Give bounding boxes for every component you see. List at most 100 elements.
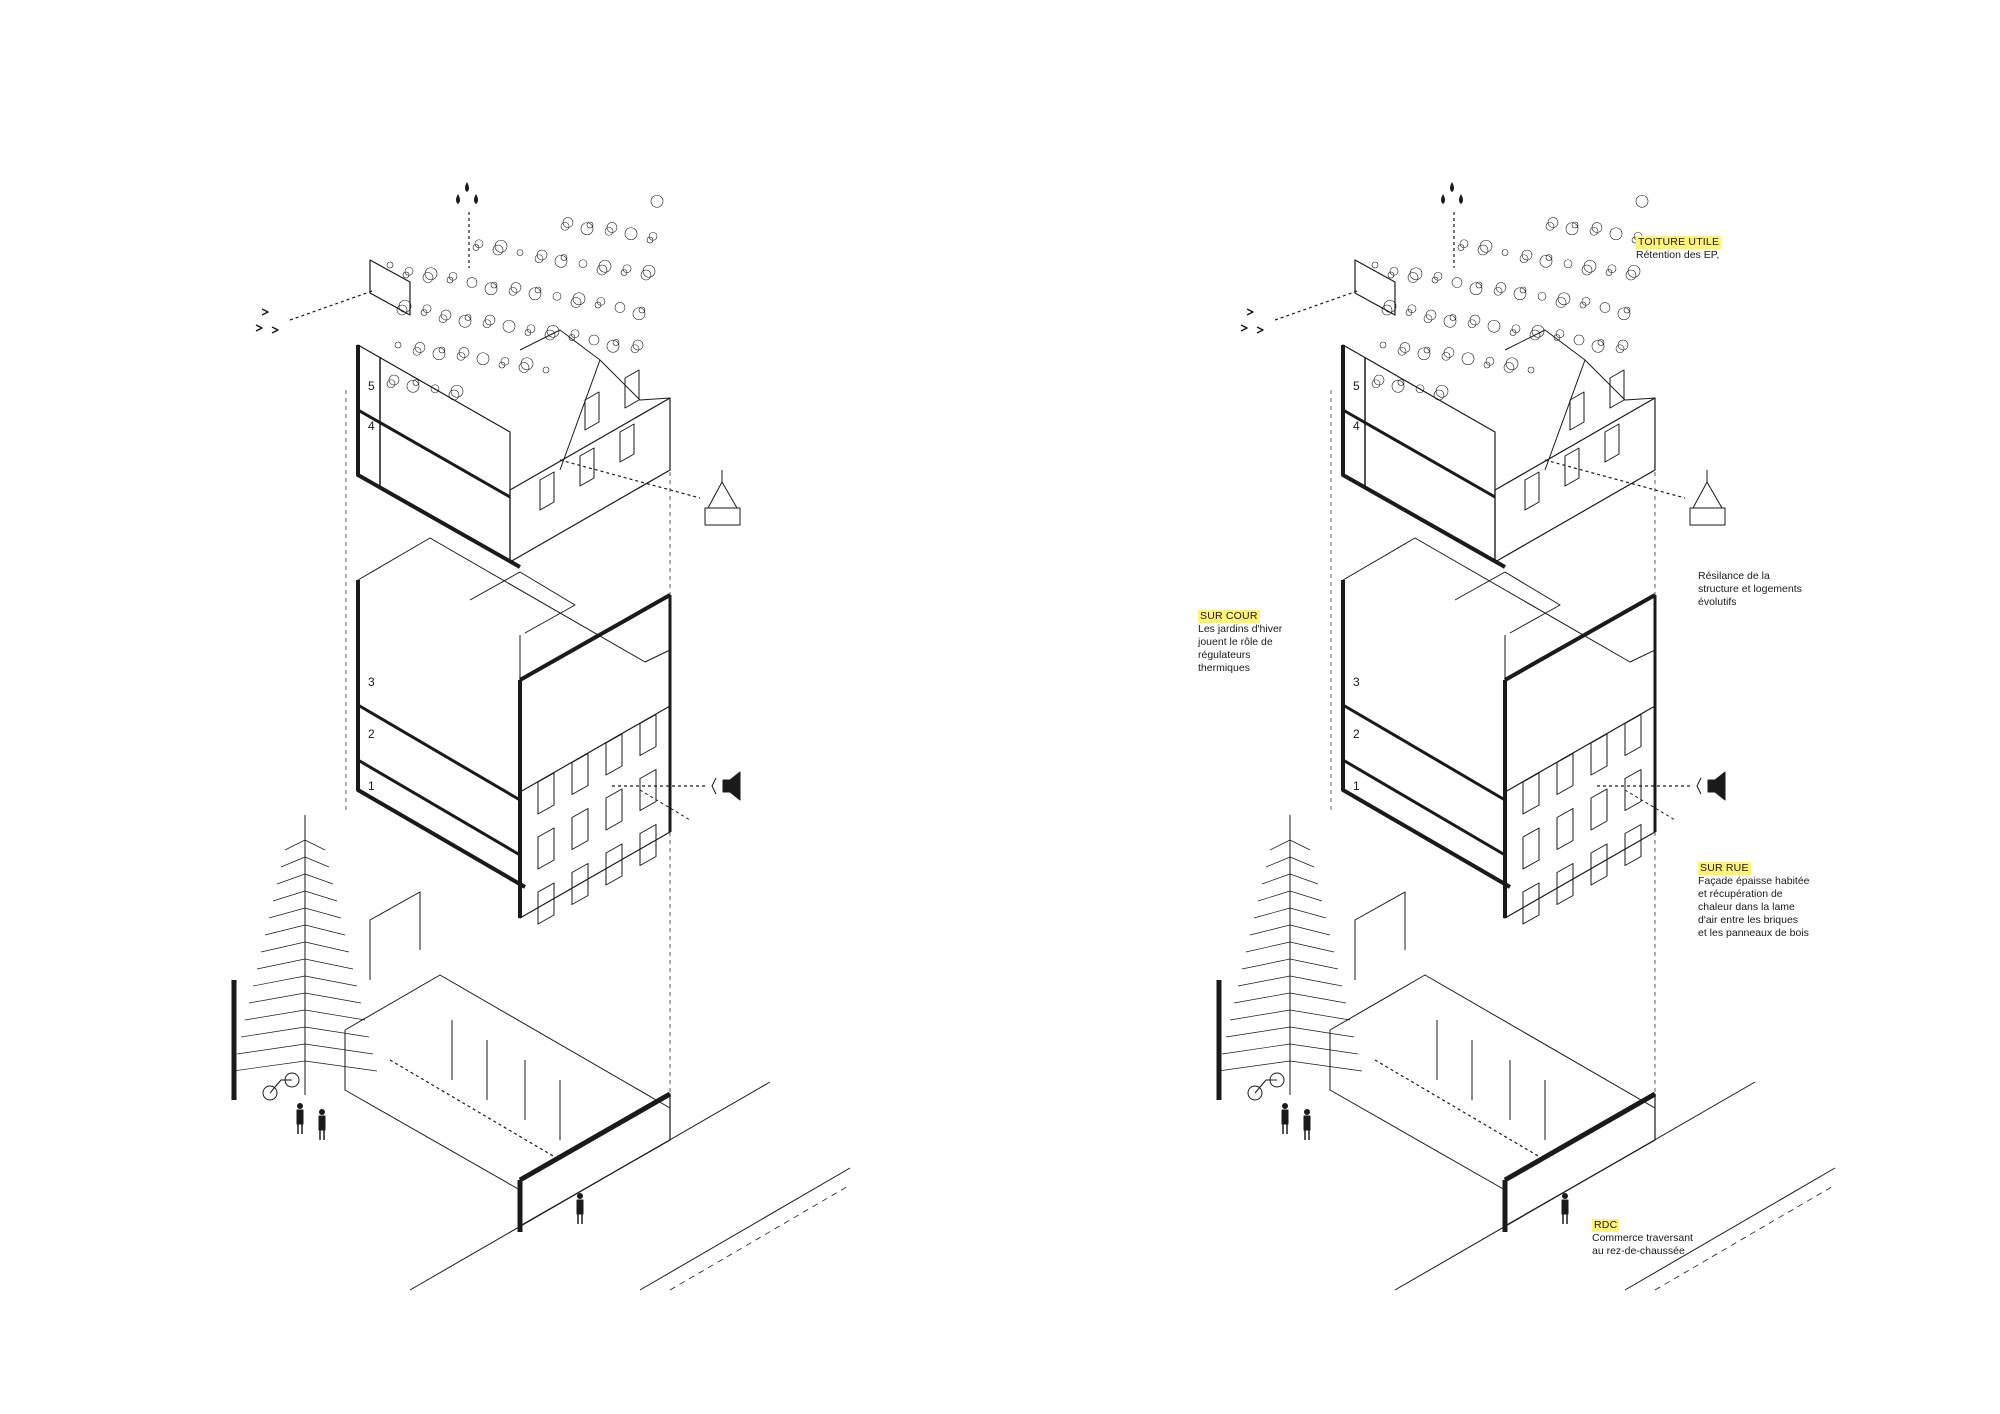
foliage-leaf bbox=[650, 194, 664, 208]
foliage-leaf bbox=[1609, 227, 1623, 241]
foliage-leaf bbox=[1423, 346, 1431, 354]
tree-branch bbox=[276, 873, 334, 885]
foliage-leaf bbox=[412, 379, 420, 386]
foliage-leaf bbox=[560, 221, 570, 231]
foliage-leaf bbox=[1605, 269, 1613, 276]
person-icon bbox=[296, 1103, 304, 1134]
foliage-leaf bbox=[1615, 344, 1625, 354]
foliage-leaf bbox=[638, 306, 646, 314]
foliage-leaf bbox=[432, 347, 446, 361]
foliage-leaf bbox=[560, 254, 568, 261]
foliage-leaf bbox=[1623, 306, 1631, 314]
window bbox=[1522, 882, 1540, 925]
sound-wave bbox=[711, 777, 717, 795]
window bbox=[605, 733, 623, 776]
foliage-leaf bbox=[1443, 314, 1457, 328]
roof-block: 54 bbox=[1341, 194, 1656, 569]
bird bbox=[1246, 308, 1254, 316]
foliage-leaf bbox=[386, 379, 396, 389]
foliage-leaf bbox=[492, 244, 504, 256]
foliage-leaf bbox=[1397, 379, 1405, 386]
foliage-leaf bbox=[1387, 271, 1395, 279]
foliage-leaf bbox=[612, 339, 620, 346]
foliage-leaf bbox=[542, 366, 550, 374]
person-body bbox=[318, 1115, 326, 1131]
foliage-leaf bbox=[430, 384, 440, 394]
roof-block: 54 bbox=[356, 194, 671, 569]
upper-block bbox=[369, 259, 411, 316]
bike-wheel bbox=[262, 1085, 278, 1101]
foliage-leaf bbox=[1555, 297, 1567, 308]
window bbox=[1564, 447, 1580, 487]
tree-branch bbox=[268, 907, 342, 919]
rain-drop bbox=[1459, 194, 1463, 204]
church-base bbox=[704, 507, 741, 526]
foliage-leaf bbox=[630, 344, 640, 354]
winter-garden-frame bbox=[356, 345, 521, 569]
window bbox=[537, 882, 555, 925]
circulation-arrow bbox=[1374, 1059, 1546, 1161]
tree-branch bbox=[256, 958, 354, 970]
floor-slab bbox=[1342, 408, 1496, 499]
foliage-leaf bbox=[1599, 302, 1611, 313]
floor-label: 1 bbox=[1353, 779, 1360, 793]
annotation-sur-cour: SUR COUR Les jardins d'hiver jouent le r… bbox=[1198, 610, 1282, 675]
tree-branch bbox=[240, 1026, 370, 1038]
roof-ridge bbox=[519, 329, 601, 361]
foliage-leaf bbox=[1545, 221, 1555, 231]
window bbox=[1522, 827, 1540, 870]
room-wall bbox=[469, 571, 576, 634]
frame-top bbox=[1504, 593, 1656, 682]
plan-outline bbox=[1342, 537, 1656, 663]
window bbox=[1524, 471, 1540, 511]
foliage-leaf bbox=[1391, 379, 1405, 393]
street-kerb bbox=[409, 1081, 771, 1291]
foliage-leaf bbox=[614, 302, 626, 313]
heat-arrow bbox=[639, 789, 691, 821]
person-body bbox=[1281, 1109, 1289, 1125]
party-wall bbox=[1354, 891, 1406, 980]
foliage-leaf bbox=[1589, 226, 1599, 236]
tree-branch bbox=[1221, 1043, 1359, 1055]
foliage-leaf bbox=[518, 362, 530, 373]
shopfront-top bbox=[518, 1091, 672, 1183]
annotation-sur-rue: SUR RUE Façade épaisse habitée et récupé… bbox=[1698, 862, 1810, 940]
circulation-arrow bbox=[389, 1059, 561, 1161]
person-head bbox=[319, 1109, 325, 1115]
foliage-leaf bbox=[1519, 286, 1527, 294]
foliage-leaf bbox=[534, 286, 542, 294]
foliage-leaf bbox=[472, 244, 480, 251]
foliage-leaf bbox=[1451, 277, 1463, 288]
foliage-leaf bbox=[482, 319, 492, 329]
foliage-leaf bbox=[594, 301, 602, 309]
foliage-leaf bbox=[1407, 272, 1419, 283]
window bbox=[584, 391, 600, 431]
window bbox=[1590, 843, 1608, 886]
street-line bbox=[1654, 1184, 1836, 1291]
window bbox=[639, 769, 657, 811]
window bbox=[1624, 769, 1642, 811]
floor-slab bbox=[1342, 703, 1506, 802]
foliage-leaf bbox=[1371, 261, 1379, 269]
foliage-leaf bbox=[1415, 384, 1425, 394]
tree-branch bbox=[248, 992, 362, 1004]
foliage-leaf bbox=[1441, 351, 1451, 361]
tree-branch bbox=[284, 839, 326, 851]
foliage-leaf bbox=[1581, 264, 1593, 276]
foliage-leaf bbox=[1597, 339, 1605, 346]
foliage-leaf bbox=[544, 329, 556, 341]
foliage-leaf bbox=[1475, 281, 1483, 289]
annotation-tag: TOITURE UTILE bbox=[1636, 236, 1722, 249]
window bbox=[1556, 753, 1574, 795]
foliage-leaf bbox=[1371, 379, 1381, 389]
window bbox=[1522, 772, 1540, 815]
foliage-leaf bbox=[502, 319, 516, 333]
window bbox=[639, 714, 657, 756]
roof-gable bbox=[559, 359, 671, 471]
upper-block bbox=[1354, 259, 1396, 316]
church-icon bbox=[1689, 470, 1726, 526]
